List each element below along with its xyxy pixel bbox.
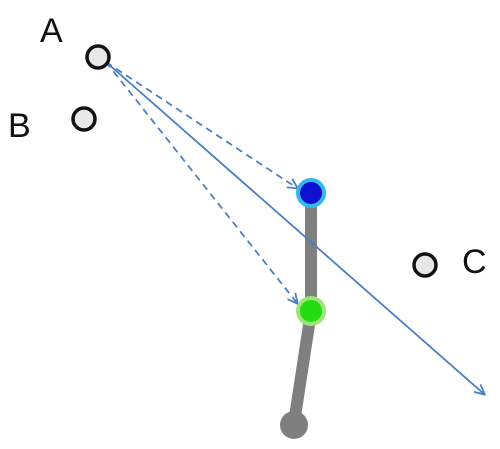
dashed-arrow-to-middle-joint [105, 61, 297, 303]
label-a: A [40, 12, 63, 50]
limb-lower-segment [288, 306, 317, 429]
point-b [71, 106, 97, 132]
dashed-arrow-to-top-joint [105, 61, 297, 188]
limb [280, 188, 317, 439]
limb-end-joint [280, 411, 308, 439]
label-b: B [8, 107, 31, 145]
middle-joint [296, 296, 326, 326]
top-joint [296, 178, 326, 208]
solid-arrow [105, 61, 484, 394]
point-a [85, 44, 111, 70]
label-c: C [462, 243, 487, 281]
point-c [412, 252, 438, 278]
